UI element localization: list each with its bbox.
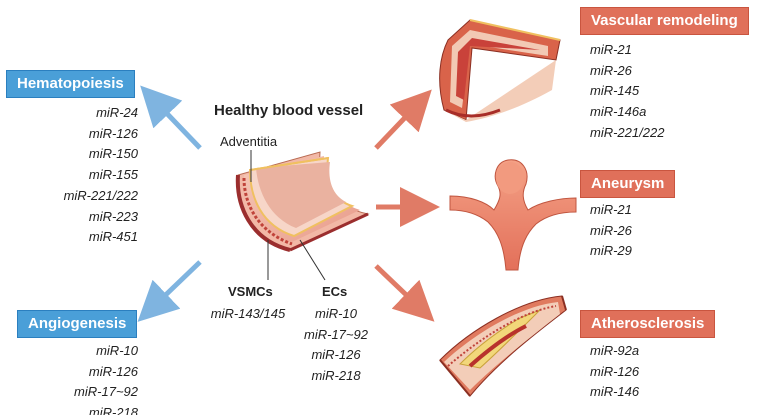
vascular-remodeling-mirna-list: miR-21 miR-26 miR-145 miR-146a miR-221/2… xyxy=(590,40,664,144)
hematopoiesis-mirna: miR-451 xyxy=(88,229,138,245)
arrow-to-vascular-remodeling xyxy=(374,89,432,150)
aneurysm-illustration xyxy=(449,159,577,271)
hematopoiesis-mirna: miR-150 xyxy=(88,146,138,162)
atherosclerosis-mirna-list: miR-92a miR-126 miR-146 xyxy=(590,341,639,403)
aneurysm-mirna: miR-26 xyxy=(590,222,632,238)
angiogenesis-box: Angiogenesis xyxy=(17,310,138,338)
vascular-remodeling-box: Vascular remodeling xyxy=(580,7,749,35)
vsmcs-mirna-list: miR-143/145 xyxy=(210,304,286,325)
healthy-vessel-illustration xyxy=(235,151,370,252)
angiogenesis-mirna: miR-218 xyxy=(88,405,138,415)
atherosclerosis-mirna: miR-146 xyxy=(590,384,640,400)
ecs-mirna-list: miR-10 miR-17~92 miR-126 miR-218 xyxy=(300,304,372,387)
hematopoiesis-mirna-list: miR-24 miR-126 miR-150 miR-155 miR-221/2… xyxy=(64,103,138,248)
hematopoiesis-mirna: miR-126 xyxy=(88,125,138,141)
hematopoiesis-mirna: miR-155 xyxy=(88,167,138,183)
angiogenesis-mirna: miR-10 xyxy=(96,343,138,358)
vsmcs-mirna: miR-143/145 xyxy=(210,306,286,321)
center-title: Healthy blood vessel xyxy=(214,102,364,119)
hematopoiesis-box: Hematopoiesis xyxy=(6,70,135,98)
ecs-mirna: miR-126 xyxy=(311,347,361,363)
hematopoiesis-mirna: miR-221/222 xyxy=(63,187,138,203)
angiogenesis-mirna: miR-17~92 xyxy=(74,384,138,400)
aneurysm-mirna-list: miR-21 miR-26 miR-29 xyxy=(590,200,632,262)
ecs-mirna: miR-17~92 xyxy=(304,326,368,342)
arrow-to-hematopoiesis xyxy=(140,85,202,150)
angiogenesis-mirna-list: miR-10 miR-126 miR-17~92 miR-218 xyxy=(74,341,138,415)
remodeled-vessel-illustration xyxy=(439,19,561,122)
angiogenesis-mirna: miR-126 xyxy=(88,363,138,379)
vsmcs-label: VSMCs xyxy=(228,284,273,299)
aneurysm-mirna: miR-29 xyxy=(590,243,632,259)
aneurysm-box: Aneurysm xyxy=(580,170,676,198)
arrow-to-angiogenesis xyxy=(137,260,202,322)
vascular-remodeling-mirna: miR-145 xyxy=(590,83,640,99)
ecs-pointer xyxy=(299,239,326,281)
hematopoiesis-mirna: miR-223 xyxy=(88,208,138,224)
vascular-remodeling-mirna: miR-146a xyxy=(590,104,647,120)
adventitia-label: Adventitia xyxy=(220,134,278,149)
atherosclerosis-mirna: miR-126 xyxy=(590,363,640,379)
atherosclerosis-mirna: miR-92a xyxy=(590,343,640,358)
ecs-mirna: miR-218 xyxy=(311,368,361,384)
vascular-remodeling-mirna: miR-221/222 xyxy=(590,124,665,140)
ecs-label: ECs xyxy=(322,284,348,299)
hematopoiesis-mirna: miR-24 xyxy=(96,105,138,120)
vascular-remodeling-mirna: miR-21 xyxy=(590,42,632,57)
vascular-remodeling-mirna: miR-26 xyxy=(590,62,632,78)
arrow-to-atherosclerosis xyxy=(374,264,435,322)
atherosclerotic-vessel-illustration xyxy=(439,295,567,397)
ecs-mirna: miR-10 xyxy=(315,306,357,321)
atherosclerosis-box: Atherosclerosis xyxy=(580,310,716,338)
aneurysm-mirna: miR-21 xyxy=(590,202,632,217)
